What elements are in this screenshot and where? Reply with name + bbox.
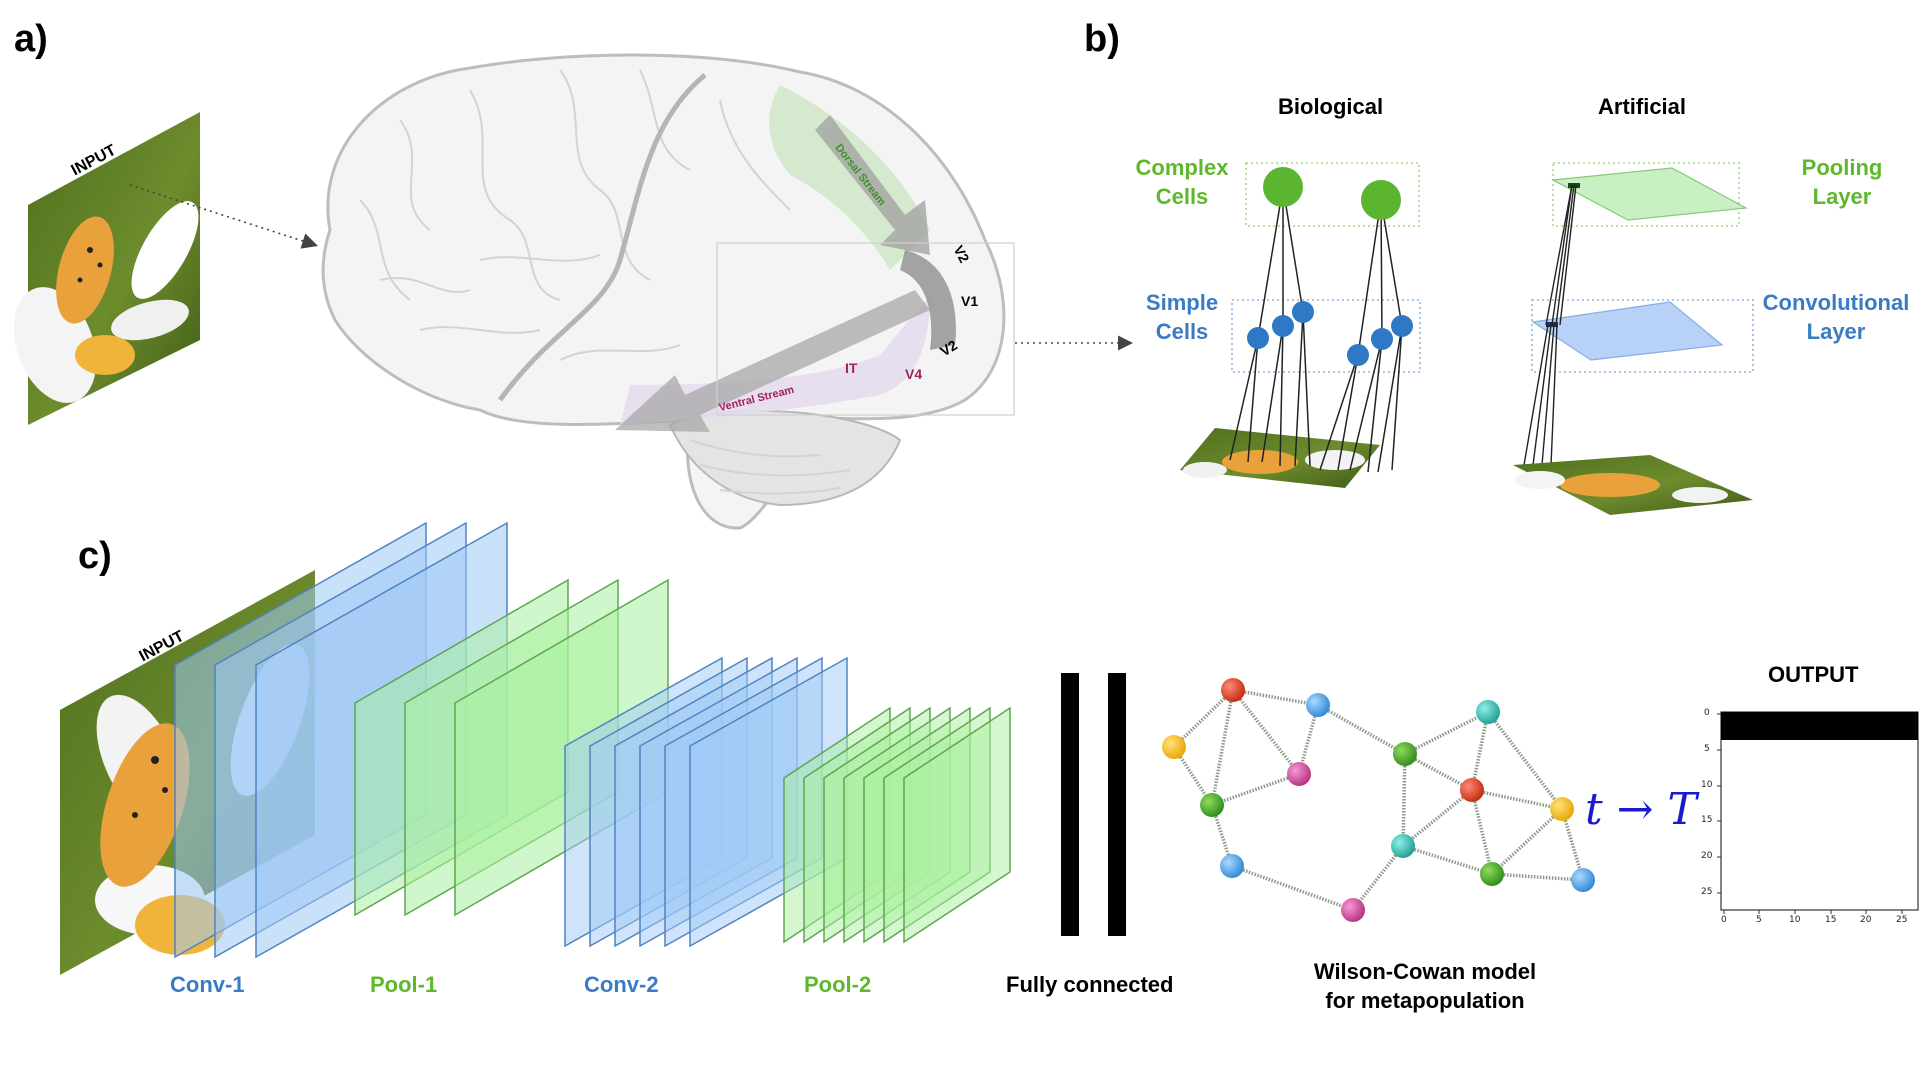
complex-cell-1 bbox=[1263, 167, 1303, 207]
network-node bbox=[1571, 868, 1595, 892]
panel-label-a: a) bbox=[14, 18, 48, 60]
output-xtick: 5 bbox=[1756, 915, 1762, 925]
input-to-brain-arrow bbox=[129, 184, 319, 249]
network-node bbox=[1162, 735, 1186, 759]
network-node bbox=[1476, 700, 1500, 724]
network-node bbox=[1341, 898, 1365, 922]
network-node bbox=[1391, 834, 1415, 858]
output-ytick: 25 bbox=[1701, 887, 1713, 897]
complex-cells-label: Complex Cells bbox=[1135, 155, 1229, 209]
wilson-cowan-label: Wilson-Cowan model for metapopulation bbox=[1313, 959, 1537, 1013]
output-xtick: 0 bbox=[1721, 915, 1727, 925]
panel-a-input-image bbox=[13, 112, 200, 425]
simple-cell-6 bbox=[1391, 315, 1413, 337]
output-ytick: 5 bbox=[1704, 744, 1710, 754]
pooling-layer-box bbox=[1552, 162, 1740, 227]
network-node bbox=[1480, 862, 1504, 886]
convolutional-layer-box bbox=[1531, 299, 1754, 373]
output-ytick: 0 bbox=[1704, 708, 1710, 718]
ventral-stream-arrow bbox=[615, 290, 930, 432]
network-node bbox=[1306, 693, 1330, 717]
pool1-layers bbox=[354, 578, 669, 917]
it-label: IT bbox=[845, 360, 858, 376]
network-node bbox=[1221, 678, 1245, 702]
output-plot bbox=[1717, 711, 1919, 914]
convolutional-layer-label: Convolutional Layer bbox=[1762, 290, 1910, 344]
pool1-label: Pool-1 bbox=[370, 972, 438, 997]
v1-region-box bbox=[716, 242, 1015, 416]
complex-cell-2 bbox=[1361, 180, 1401, 220]
output-xtick: 15 bbox=[1825, 915, 1837, 925]
pool2-layers bbox=[783, 706, 1011, 944]
network-node bbox=[1200, 793, 1224, 817]
network-node bbox=[1220, 854, 1244, 878]
biological-model bbox=[1180, 162, 1421, 488]
dorsal-stream-region bbox=[769, 85, 930, 270]
pooling-layer-plane bbox=[1550, 167, 1749, 221]
panel-label-b: b) bbox=[1084, 18, 1120, 60]
panel-label-c: c) bbox=[78, 535, 112, 577]
wilson-cowan-network bbox=[1162, 678, 1595, 922]
pool2-label: Pool-2 bbox=[804, 972, 872, 997]
fully-connected-label: Fully connected bbox=[1006, 972, 1174, 997]
network-node bbox=[1550, 797, 1574, 821]
simple-cells-label: Simple Cells bbox=[1145, 290, 1219, 344]
conv2-layers bbox=[564, 656, 848, 948]
simple-cell-2 bbox=[1272, 315, 1294, 337]
output-ytick: 15 bbox=[1701, 815, 1713, 825]
complex-cells-box bbox=[1245, 162, 1420, 227]
butterfly-image bbox=[100, 723, 190, 887]
simple-cell-5 bbox=[1371, 328, 1393, 350]
output-plot-band bbox=[1721, 712, 1918, 740]
butterfly-image bbox=[56, 216, 114, 324]
conv2-label: Conv-2 bbox=[584, 972, 659, 997]
network-node bbox=[1393, 742, 1417, 766]
output-xtick: 25 bbox=[1896, 915, 1908, 925]
v1-label: V1 bbox=[961, 293, 979, 309]
dorsal-stream-arrow bbox=[815, 115, 930, 255]
simple-cell-1 bbox=[1247, 327, 1269, 349]
fully-connected-bar-1 bbox=[1061, 673, 1079, 936]
artificial-model bbox=[1513, 162, 1754, 515]
biological-heading: Biological bbox=[1278, 94, 1384, 119]
simple-cell-3 bbox=[1292, 301, 1314, 323]
convolutional-layer-plane bbox=[1531, 301, 1724, 361]
output-ytick: 20 bbox=[1701, 851, 1713, 861]
output-xtick: 20 bbox=[1860, 915, 1872, 925]
network-node bbox=[1287, 762, 1311, 786]
v4-label: V4 bbox=[905, 366, 923, 382]
output-ytick: 10 bbox=[1701, 780, 1713, 790]
fully-connected-bar-2 bbox=[1108, 673, 1126, 936]
output-title: OUTPUT bbox=[1768, 662, 1859, 687]
output-xtick: 10 bbox=[1789, 915, 1801, 925]
pooling-layer-label: Pooling Layer bbox=[1801, 155, 1883, 209]
network-node bbox=[1460, 778, 1484, 802]
simple-cell-4 bbox=[1347, 344, 1369, 366]
conv1-label: Conv-1 bbox=[170, 972, 245, 997]
brain-illustration bbox=[321, 53, 1015, 530]
artificial-heading: Artificial bbox=[1598, 94, 1687, 119]
time-evolution-label: t → T bbox=[1585, 784, 1697, 835]
